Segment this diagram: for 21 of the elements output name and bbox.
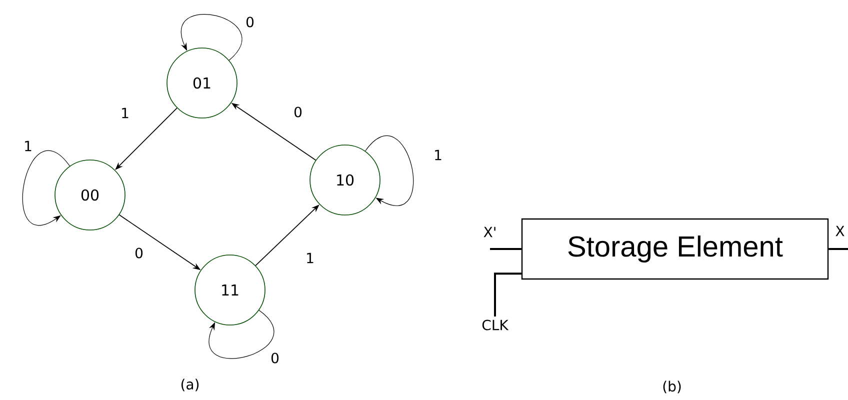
pin-wire	[490, 248, 522, 250]
edge-label: 0	[270, 352, 280, 364]
self-loop-arrow	[365, 135, 414, 206]
pin-wire	[828, 248, 848, 250]
storage-element-box: Storage Element	[521, 218, 829, 280]
edge-label: 1	[22, 140, 34, 152]
edge-label: 0	[244, 16, 256, 28]
edge-label: 1	[120, 106, 130, 120]
pin-wire	[494, 272, 522, 316]
self-loop-arrow	[180, 14, 242, 61]
signal-label: CLK	[482, 320, 509, 330]
edge-label: 1	[432, 148, 444, 162]
edge-label: 0	[292, 106, 304, 118]
caption: (b)	[663, 380, 681, 394]
self-loop-arrow	[22, 150, 70, 226]
self-loop-arrow	[208, 310, 274, 359]
caption: (a)	[181, 378, 199, 392]
signal-label: X'	[484, 226, 496, 238]
signal-label: X	[836, 226, 844, 236]
edge-label: 1	[304, 252, 316, 264]
edge-label: 0	[134, 246, 144, 260]
